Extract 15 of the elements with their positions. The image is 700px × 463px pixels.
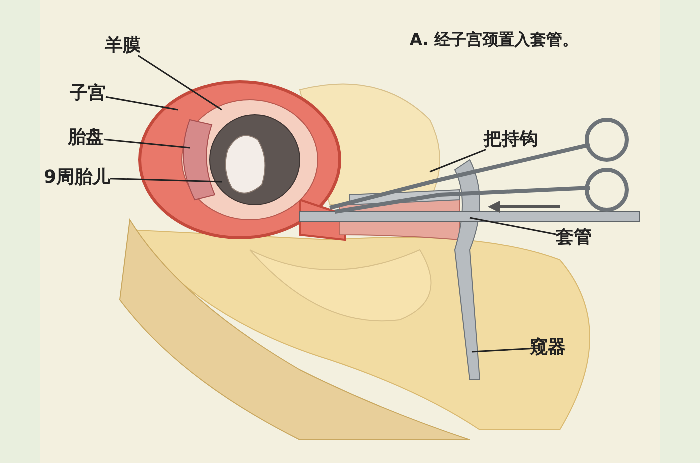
- leader-line: [106, 96, 178, 111]
- part-label: 羊膜: [105, 36, 141, 56]
- leader-line: [470, 217, 556, 236]
- part-label: 9周胎儿: [44, 168, 111, 188]
- title: A. 经子宫颈置入套管。: [410, 30, 578, 51]
- part-label: 把持钩: [484, 130, 538, 150]
- part-label: 胎盘: [68, 128, 104, 148]
- part-label: 窥器: [530, 338, 566, 358]
- part-label: 套管: [556, 228, 592, 248]
- leader-line: [430, 149, 486, 173]
- leader-line: [110, 178, 222, 183]
- leader-line: [104, 138, 190, 149]
- leader-line: [472, 348, 530, 353]
- leader-line: [138, 55, 222, 111]
- part-label: 子宫: [70, 84, 106, 104]
